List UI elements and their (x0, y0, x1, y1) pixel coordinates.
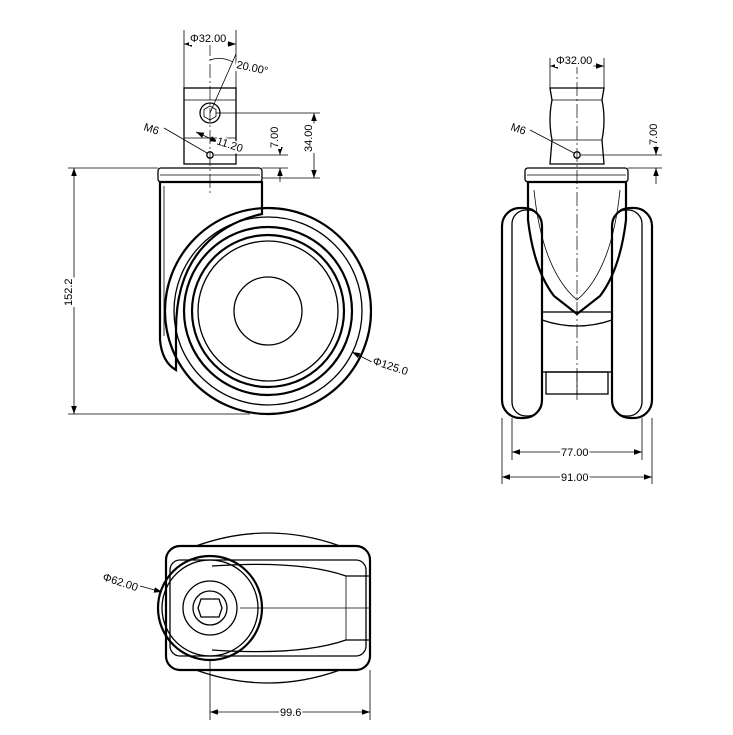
front-wheel-hub (233, 276, 303, 346)
label-background (648, 122, 660, 146)
top-overall-length-label: 99.6 (280, 707, 301, 719)
label-background (560, 447, 590, 459)
front-stem-diameter-label: Φ32.00 (190, 33, 226, 45)
side-wheel-left (500, 206, 544, 420)
side-wheel-right (610, 206, 654, 420)
label-background (214, 135, 246, 156)
label-background (555, 55, 594, 67)
label-background (234, 58, 271, 78)
side-inner-width-label: 77.00 (561, 447, 589, 459)
label-background (560, 472, 590, 484)
front-wheel-outer (163, 206, 373, 416)
front-hex-angle-label: 20.00° (235, 59, 269, 77)
top-wheel-outline (195, 532, 341, 684)
top-hex-socket (192, 590, 228, 626)
label-background (269, 125, 281, 149)
side-stem (549, 87, 605, 165)
label-background (141, 121, 162, 138)
front-stem-height-label: 34.00 (303, 124, 315, 152)
label-background (303, 123, 315, 153)
label-background (100, 571, 141, 595)
label-background (189, 33, 228, 45)
label-background (508, 121, 529, 138)
top-diameter-label: Φ62.00 (101, 571, 139, 594)
front-hex-offset-label: 11.20 (215, 135, 244, 155)
front-hole-plate-label: 7.00 (269, 127, 281, 148)
top-view: Φ62.00 99.6 (100, 532, 372, 720)
side-thread-label: M6 (509, 121, 527, 137)
front-view: Φ32.00 20.00° 11.20 M6 7.00 34.00 152.2 … (63, 30, 411, 416)
front-thread-label: M6 (142, 121, 160, 137)
side-fork-body (526, 180, 628, 316)
front-overall-height-label: 152.2 (63, 278, 75, 306)
side-stem-diameter-label: Φ32.00 (556, 55, 592, 67)
label-background (279, 707, 303, 719)
label-background (63, 277, 75, 307)
label-background (370, 355, 411, 379)
side-view: Φ32.00 M6 7.00 77.00 91.00 (500, 55, 662, 484)
side-hole-plate-label: 7.00 (648, 124, 660, 145)
side-overall-width-label: 91.00 (561, 472, 589, 484)
front-wheel-diameter-label: Φ125.0 (371, 355, 409, 378)
